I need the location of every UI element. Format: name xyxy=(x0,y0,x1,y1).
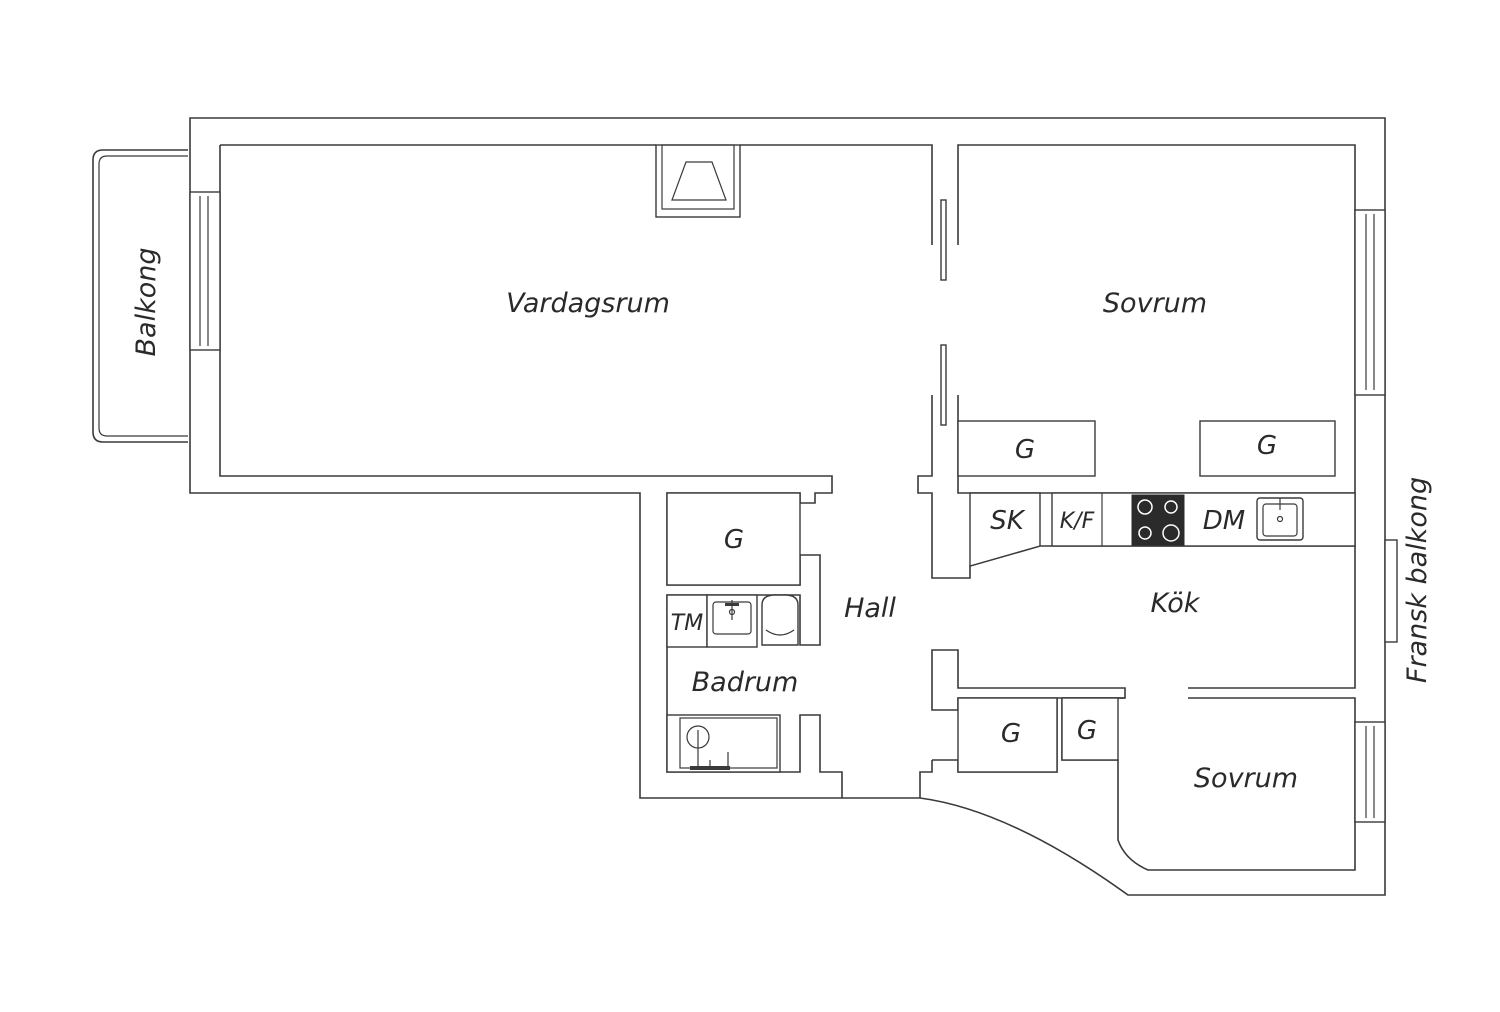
wardrobe-label-g-2: G xyxy=(1257,431,1277,461)
kitchen-counter xyxy=(969,492,1356,567)
room-label-kok: Kök xyxy=(1151,588,1201,619)
windows xyxy=(189,191,1398,823)
fixture-label-dm: DM xyxy=(1203,506,1245,536)
fixture-label-kf: K/F xyxy=(1060,509,1095,534)
fixture-label-sk: SK xyxy=(990,506,1026,536)
room-label-balkong: Balkong xyxy=(131,248,162,357)
balcony xyxy=(92,149,188,443)
room-label-sovrum-lower: Sovrum xyxy=(1194,763,1298,794)
wardrobe-lower-1 xyxy=(957,697,1058,773)
sliding-door xyxy=(940,199,947,426)
room-label-badrum: Badrum xyxy=(692,667,799,698)
room-label-vardagsrum: Vardagsrum xyxy=(506,288,670,319)
room-label-fransk-balkong: Fransk balkong xyxy=(1402,477,1433,683)
hall-wardrobe xyxy=(666,492,801,586)
fixture-label-tm: TM xyxy=(671,611,703,636)
wardrobe-label-g-3: G xyxy=(1001,719,1021,749)
wardrobe-lower-2 xyxy=(1061,697,1119,761)
room-label-sovrum-upper: Sovrum xyxy=(1103,288,1207,319)
wardrobe-right xyxy=(1199,420,1336,477)
wardrobe-left xyxy=(957,420,1096,477)
wardrobe-label-g-1: G xyxy=(1015,435,1035,465)
wardrobe-label-g-4: G xyxy=(1077,716,1097,746)
fireplace xyxy=(655,144,741,218)
wardrobe-label-g-hall: G xyxy=(724,525,744,555)
room-label-hall: Hall xyxy=(844,593,896,624)
bathroom-fixtures xyxy=(666,594,799,773)
